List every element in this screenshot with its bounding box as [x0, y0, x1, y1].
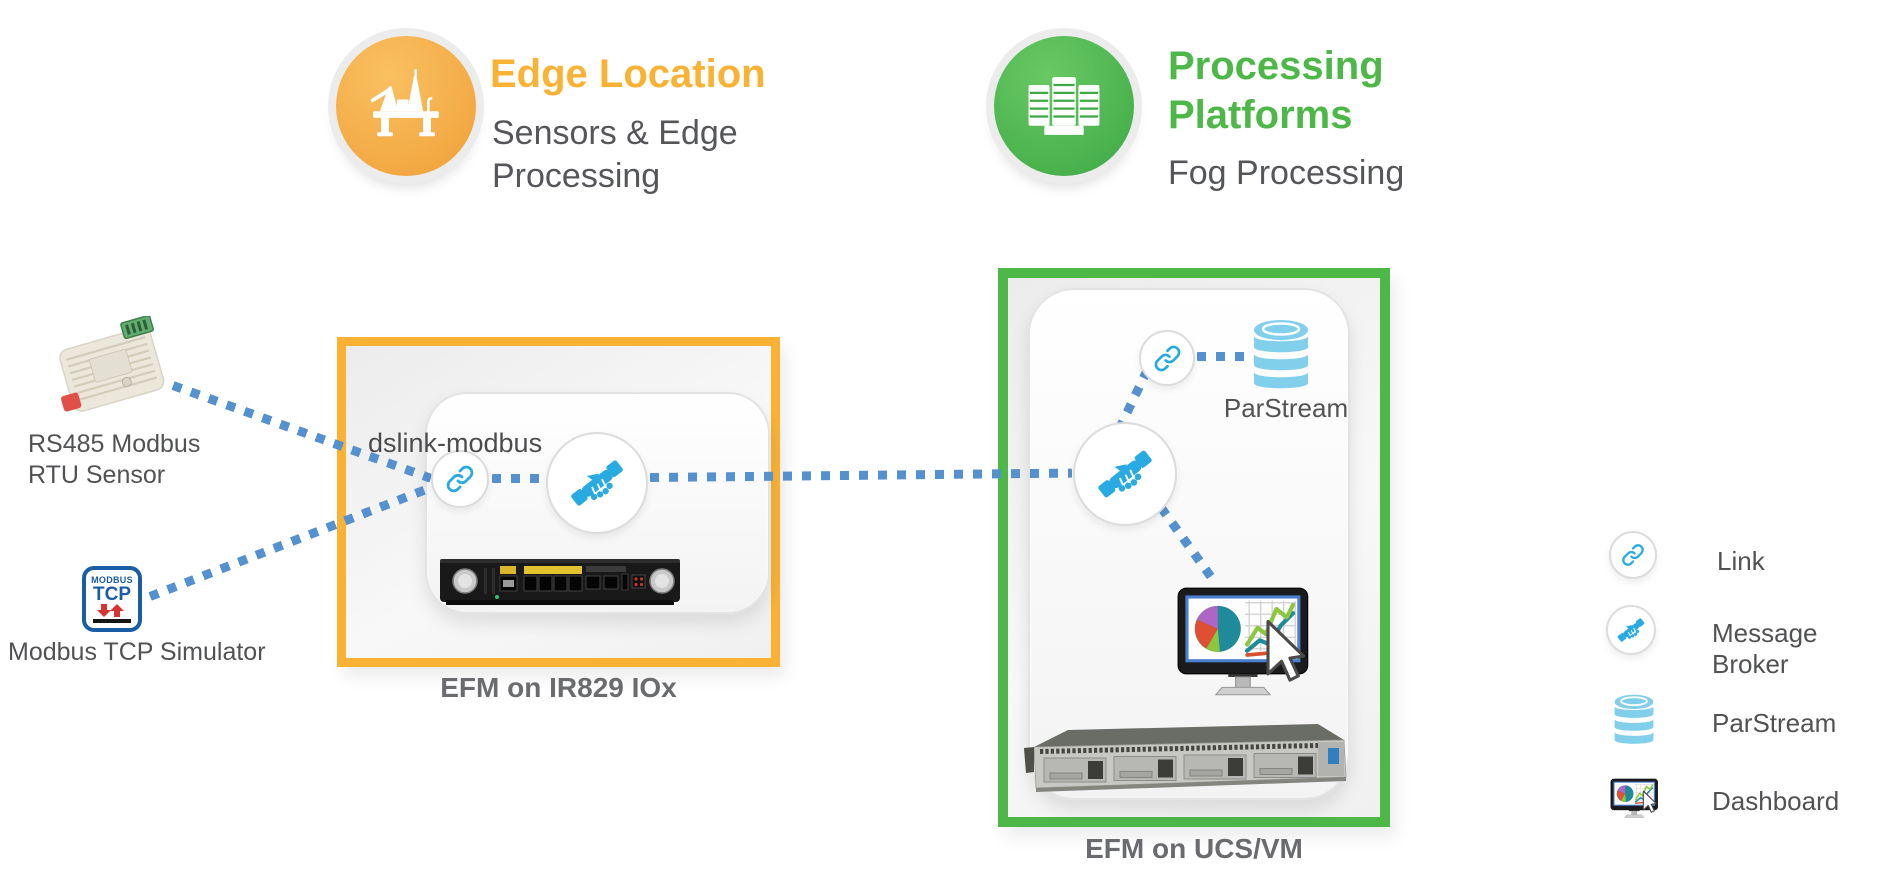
modbus-tcp-icon: MODBUS TCP: [82, 566, 142, 632]
modbus-simulator-label: Modbus TCP Simulator: [8, 638, 266, 666]
message-broker-icon: [568, 454, 626, 512]
legend-label-parstream: ParStream: [1712, 708, 1837, 738]
dslink-modbus-label: dslink-modbus: [368, 428, 543, 458]
servers-glyph: [1022, 64, 1106, 148]
oil-rig-glyph: [364, 64, 448, 148]
rs485-sensor-label: RS485 Modbus RTU Sensor: [28, 430, 201, 489]
servers-icon: [994, 36, 1134, 176]
parstream-label: ParStream: [1223, 393, 1349, 423]
message-broker-icon: [1095, 444, 1155, 504]
legend-label-link: Link: [1717, 546, 1765, 576]
link-glyph: [1620, 542, 1646, 568]
edge-location-title: Edge Location: [490, 52, 766, 96]
edge-location-subtitle: Sensors & Edge Processing: [492, 114, 738, 195]
message-broker-icon: [1606, 605, 1656, 655]
ir829-router-image: [440, 559, 680, 605]
processing-platforms-subtitle: Fog Processing: [1168, 154, 1405, 192]
message-broker-node-2: [1073, 422, 1177, 526]
link-node: [431, 450, 489, 508]
modbus-arrows-icon: [97, 604, 124, 618]
link-icon: [1609, 531, 1657, 579]
parstream-icon: [1612, 694, 1656, 750]
dashboard-icon: [1610, 778, 1660, 820]
modbus-icon-bar: [93, 619, 131, 624]
processing-box-caption: EFM on UCS/VM: [1085, 833, 1303, 864]
dashboard-monitor-image: [1176, 586, 1314, 701]
message-broker-node: [546, 432, 648, 534]
ucs-server-image: [1024, 724, 1347, 792]
rs485-sensor-photo: [59, 316, 165, 412]
link-icon: [1152, 343, 1183, 374]
modbus-icon-tcp-text: TCP: [93, 583, 131, 605]
link-icon: [444, 463, 476, 495]
edge-box-caption: EFM on IR829 IOx: [440, 672, 677, 703]
connector-link2-to-parstream: [1197, 352, 1249, 361]
processing-platforms-title: Processing Platforms: [1168, 44, 1384, 137]
legend-label-dashboard: Dashboard: [1712, 786, 1840, 816]
oil-rig-icon: [336, 36, 476, 176]
connector-link-to-broker: [492, 474, 544, 483]
modbus-icon-text: MODBUS: [91, 574, 133, 585]
legend-label-message-broker: Message Broker: [1712, 618, 1818, 679]
parstream-db-icon: [1251, 318, 1311, 398]
link-node-2: [1139, 330, 1195, 386]
message-broker-glyph: [1616, 615, 1646, 645]
